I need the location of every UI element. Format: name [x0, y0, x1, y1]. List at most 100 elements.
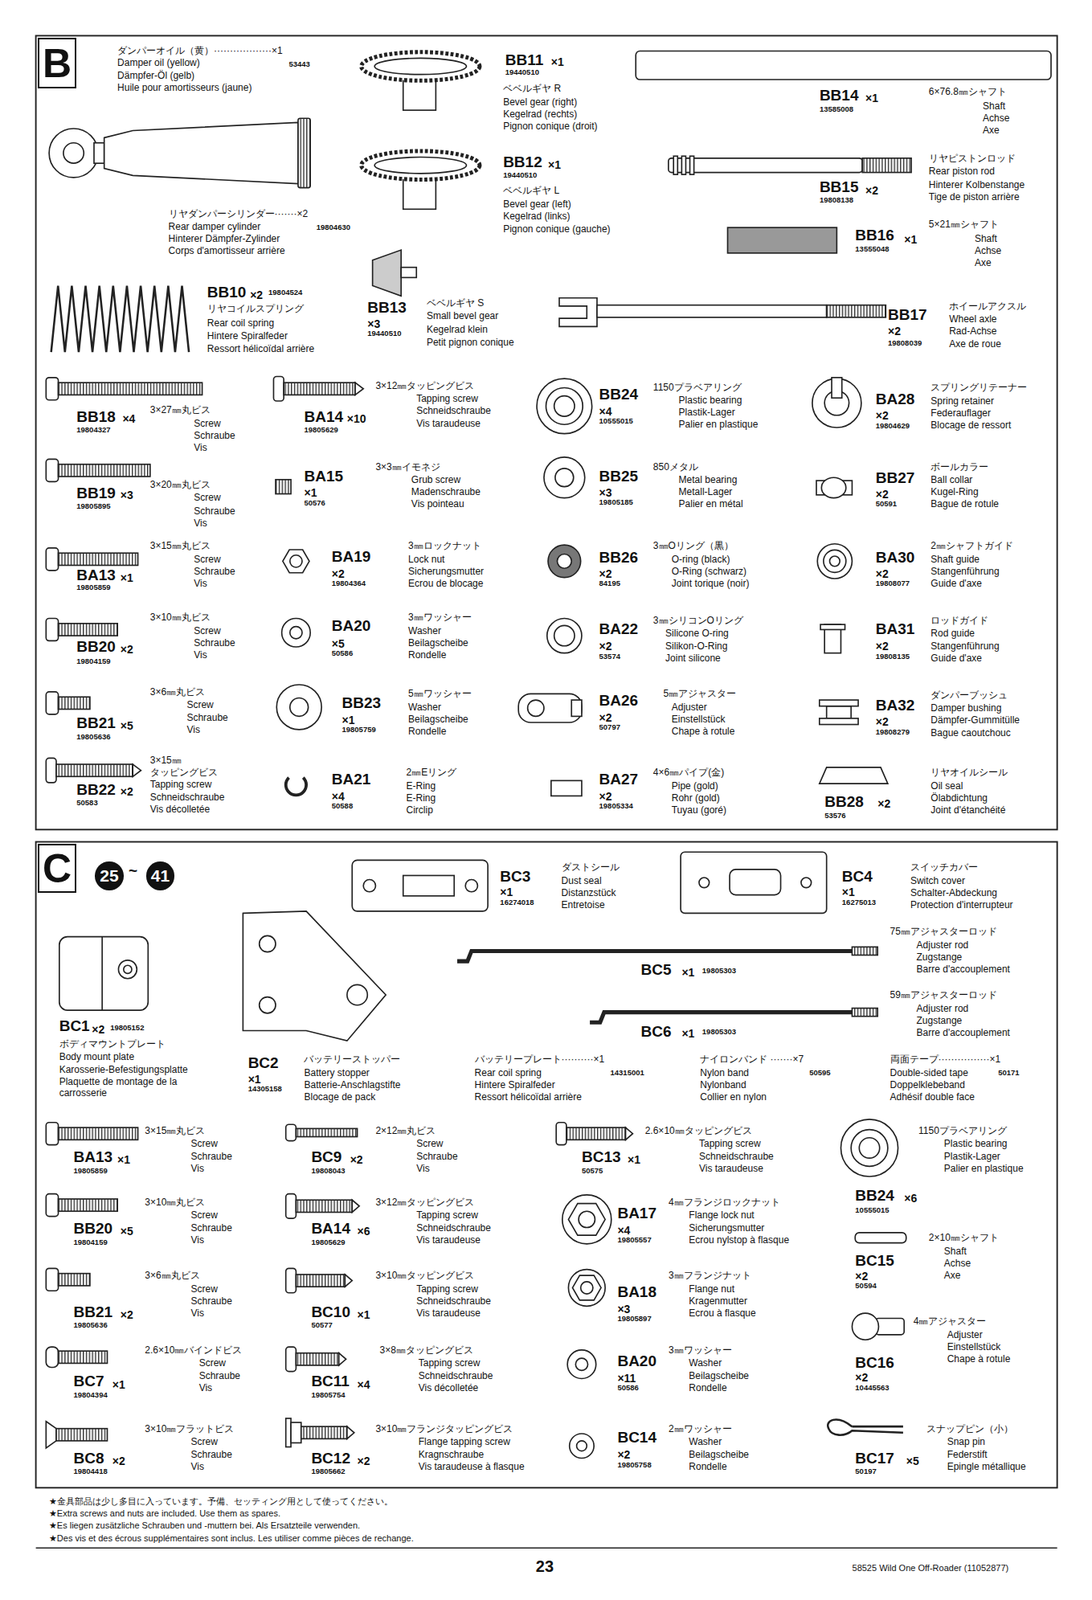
- part-description: 5㎜アジャスター: [663, 688, 737, 700]
- part-description: Vis pointeau: [411, 498, 465, 511]
- part-description: Shaft: [974, 233, 998, 246]
- part-description: Barre d'accouplement: [916, 1027, 1011, 1039]
- part-description: 3×15㎜丸ビス: [144, 1125, 205, 1137]
- part-description: Schraube: [186, 712, 228, 724]
- quantity: ×2: [854, 1370, 868, 1384]
- part-description: Bague caoutchouc: [930, 728, 1011, 740]
- part-description: 5×21㎜シャフト: [928, 219, 999, 231]
- part-description: Screw: [416, 1138, 443, 1150]
- part-description: Achse: [974, 245, 1002, 258]
- part-description: Ecrou nylstop à flasque: [688, 1235, 790, 1247]
- part-description: Silicone O-ring: [665, 628, 729, 640]
- part-number: 19805629: [310, 1238, 345, 1248]
- part-number: 50797: [599, 723, 621, 733]
- quantity: ×2: [875, 567, 889, 581]
- part-description: Rad-Achse: [948, 326, 997, 338]
- part-description: Screw: [191, 1138, 218, 1150]
- part-description: Screw: [193, 625, 221, 638]
- part-number: 50575: [581, 1166, 603, 1176]
- part-description: Schneidschraube: [416, 405, 491, 418]
- part-description: 3×3㎜イモネジ: [375, 462, 440, 474]
- part-description: Vis taraudeuse: [699, 1163, 764, 1175]
- part-description: Vis: [191, 1308, 205, 1320]
- part-code: BB18: [76, 408, 116, 426]
- badge-text: 25: [99, 866, 119, 886]
- part-number: 19440510: [505, 68, 540, 78]
- part-description: Palier en plastique: [678, 419, 759, 431]
- part-description: Blocage de pack: [303, 1092, 376, 1104]
- part-description: Kragenmutter: [688, 1296, 748, 1308]
- footnote: ★金具部品は少し多目に入っています。予備、セッティング用として使ってください。: [49, 1496, 393, 1507]
- part-code: BB23: [341, 694, 381, 712]
- part-description: Screw: [193, 554, 221, 566]
- part-number: 19805754: [310, 1390, 345, 1400]
- part-description: Axe: [982, 125, 1000, 137]
- part-description: Vis: [416, 1163, 430, 1175]
- part-description: E-Ring: [405, 793, 436, 805]
- part-description: Rondelle: [688, 1382, 727, 1395]
- quantity: ×3: [617, 1302, 630, 1316]
- part-code: BC13: [581, 1148, 622, 1166]
- part-description: Shaft: [982, 101, 1006, 113]
- part-description: Vis: [191, 1235, 205, 1247]
- quantity: ×2: [877, 797, 891, 810]
- part-description: Bague de rotule: [930, 498, 999, 511]
- part-number: 19805185: [599, 498, 634, 508]
- part-code: BB22: [76, 781, 116, 799]
- part-number: 19805152: [110, 1023, 144, 1033]
- part-code: BB26: [599, 548, 639, 567]
- part-number: 16275013: [842, 898, 876, 908]
- part-number: 19440510: [503, 171, 537, 180]
- part-description: Karosserie-Befestigungsplatte: [59, 1064, 189, 1076]
- part-code: BA17: [617, 1204, 657, 1223]
- badge-text: 41: [151, 866, 170, 886]
- part-description: Ressort hélicoïdal arrière: [207, 343, 315, 356]
- part-description: Distanzstück: [561, 887, 617, 900]
- part-number: 19805897: [617, 1314, 651, 1324]
- part-description: Beilagscheibe: [688, 1370, 749, 1383]
- part-description: Switch cover: [910, 875, 966, 888]
- quantity: ×2: [599, 639, 613, 653]
- part-number: 19805759: [341, 725, 376, 735]
- part-description: Rear coil spring: [474, 1067, 542, 1080]
- part-description: Dämpfer-Öl (gelb): [117, 70, 195, 82]
- part-description: 3㎜Oリング（黒）: [653, 540, 734, 553]
- quantity: ×6: [903, 1191, 917, 1205]
- part-description: Rondelle: [408, 726, 446, 738]
- part-description: Plastic bearing: [678, 395, 743, 407]
- part-description: Chape à rotule: [671, 726, 736, 738]
- part-number: 84195: [599, 579, 621, 589]
- part-description: ボディマウントプレート: [59, 1038, 166, 1051]
- quantity: ×1: [499, 885, 513, 899]
- part-description: 2㎜シャフトガイド: [930, 540, 1014, 553]
- part-description: Vis: [193, 518, 207, 530]
- part-description: Adjuster rod: [916, 1003, 970, 1015]
- part-description: Screw: [199, 1357, 226, 1370]
- part-description: Einstellstück: [947, 1341, 1002, 1354]
- part-description: Vis décolletée: [150, 804, 211, 816]
- part-description: Hintere Spiralfeder: [207, 331, 288, 343]
- part-description: Schneidschraube: [418, 1370, 494, 1383]
- part-description: Silikon-O-Ring: [665, 641, 728, 653]
- part-code: BA13: [73, 1148, 113, 1166]
- part-description: Petit pignon conique: [426, 337, 515, 349]
- part-description: 2.6×10㎜バインドビス: [144, 1345, 242, 1357]
- part-number: 19805859: [76, 583, 111, 593]
- part-description: Shaft: [944, 1246, 967, 1258]
- part-description: 3×15㎜丸ビス: [150, 540, 211, 553]
- part-description: 3×10㎜フラットビス: [144, 1423, 234, 1436]
- quantity: ×1: [120, 571, 134, 585]
- part-description: 3×6㎜丸ビス: [150, 687, 205, 699]
- part-description: Achse: [944, 1258, 971, 1270]
- quantity: ×1: [903, 233, 917, 246]
- quantity: ×1: [865, 91, 879, 105]
- part-description: Epingle métallique: [947, 1461, 1027, 1473]
- part-description: Schraube: [191, 1449, 233, 1461]
- part-number: 50591: [875, 499, 897, 509]
- part-description: Lock nut: [408, 554, 445, 566]
- part-description: Adjuster rod: [916, 940, 970, 952]
- quantity: ×5: [120, 1224, 134, 1238]
- part-code: BB24: [599, 385, 639, 404]
- part-number: 14305158: [248, 1084, 283, 1094]
- part-code: BC17: [854, 1449, 895, 1468]
